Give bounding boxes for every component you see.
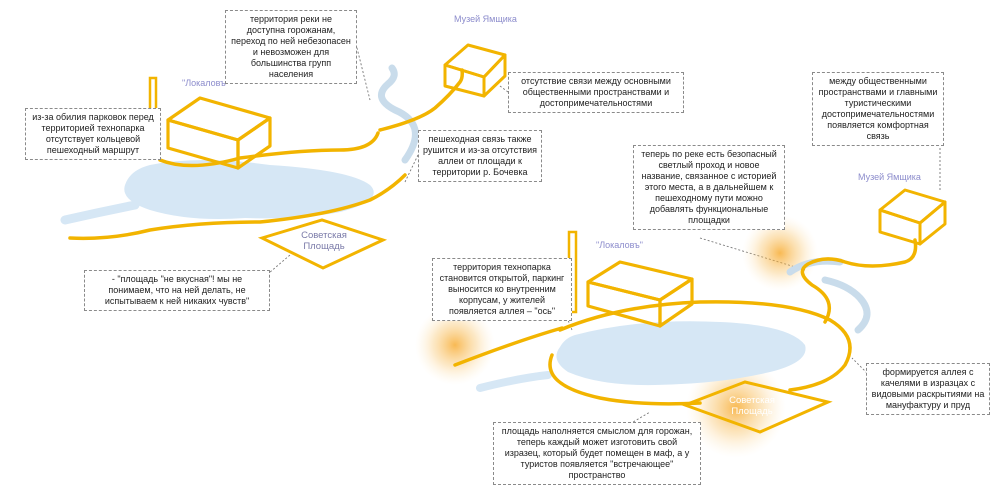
lokalov-label-before: "Локаловъ" bbox=[182, 78, 229, 88]
museum-building bbox=[878, 188, 947, 246]
glow-spot bbox=[415, 305, 495, 385]
pond bbox=[556, 321, 806, 386]
path-line bbox=[558, 300, 852, 392]
after-scheme bbox=[415, 188, 947, 458]
note-parking: из-за обилия парковок перед территорией … bbox=[25, 108, 161, 160]
note-comfortable-link: между общественными пространствами и гла… bbox=[812, 72, 944, 146]
square-rhombus bbox=[680, 380, 833, 434]
path-line bbox=[158, 131, 380, 168]
museum-building bbox=[443, 43, 507, 98]
note-pedestrian-broken: пешеходная связь также рушится и из-за о… bbox=[418, 130, 542, 182]
note-alley-swings: формируется аллея с качелями в изразцах … bbox=[866, 363, 990, 415]
note-safe-passage: теперь по реке есть безопасный светлый п… bbox=[633, 145, 785, 230]
square-label-after: Советская Площадь bbox=[729, 395, 775, 417]
pond bbox=[124, 160, 374, 219]
note-technopark-open: территория технопарка становится открыто… bbox=[432, 258, 572, 321]
lokalov-building bbox=[586, 260, 694, 328]
lokalov-building bbox=[166, 96, 272, 170]
path-line bbox=[68, 173, 407, 241]
museum-label-before: Музей Ямщика bbox=[454, 14, 517, 24]
note-square-tasteless: - "площадь "не вкусная"! мы не понимаем,… bbox=[84, 270, 270, 311]
path-line bbox=[800, 238, 918, 324]
museum-label-after: Музей Ямщика bbox=[858, 172, 921, 182]
note-river-inaccessible: территория реки не доступна горожанам, п… bbox=[225, 10, 357, 84]
square-label-before: Советская Площадь bbox=[301, 230, 347, 252]
pond-tail bbox=[60, 200, 140, 225]
lokalov-label-after: "Локаловъ" bbox=[596, 240, 643, 250]
pond-tail bbox=[476, 371, 552, 392]
river bbox=[377, 64, 419, 164]
glow-spot bbox=[742, 215, 818, 291]
square-rhombus bbox=[257, 218, 388, 270]
path-line bbox=[453, 326, 564, 367]
path-line bbox=[378, 68, 464, 132]
note-no-connection: отсутствие связи между основными обществ… bbox=[508, 72, 684, 113]
note-square-meaning: площадь наполняется смыслом для горожан,… bbox=[493, 422, 701, 485]
path-line bbox=[548, 353, 702, 406]
